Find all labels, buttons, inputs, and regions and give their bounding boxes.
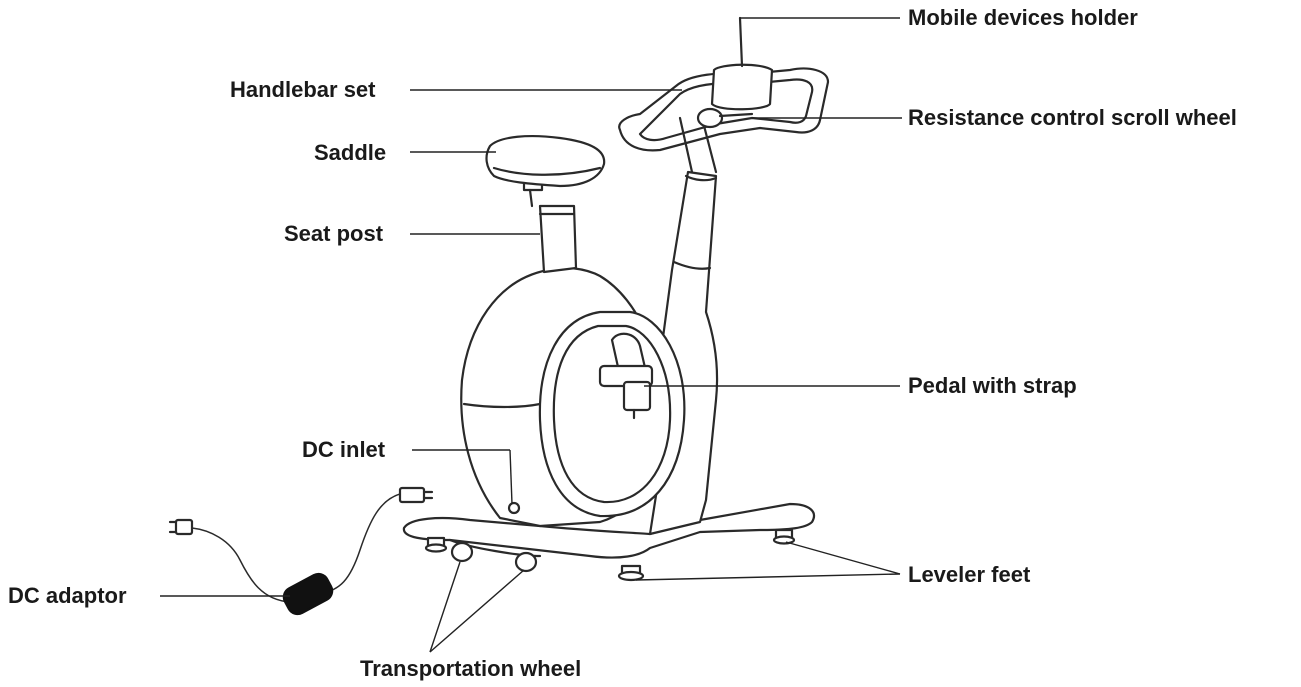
label-mobile-devices-holder: Mobile devices holder [908,5,1138,30]
label-leveler-feet: Leveler feet [908,562,1031,587]
dc-adaptor-shape [168,486,434,616]
dc-inlet-port [507,501,521,515]
seat-post [522,174,578,274]
label-pedal-with-strap: Pedal with strap [908,373,1077,398]
saddle-shape [485,134,606,188]
label-seat-post: Seat post [284,221,384,246]
transportation-wheels [450,541,538,573]
leveler-feet [424,528,796,582]
label-dc-inlet: DC inlet [302,437,386,462]
pedal-shape [598,332,654,420]
label-saddle: Saddle [314,140,387,165]
leader-lines [160,17,902,653]
flywheel-cover [538,310,686,518]
device-holder-shape [710,16,774,111]
label-resistance-control-scroll-wheel: Resistance control scroll wheel [908,105,1237,130]
label-handlebar-set: Handlebar set [230,77,376,102]
label-dc-adaptor: DC adaptor [8,583,127,608]
resistance-wheel-shape [696,107,754,129]
label-transportation-wheel: Transportation wheel [360,656,582,681]
